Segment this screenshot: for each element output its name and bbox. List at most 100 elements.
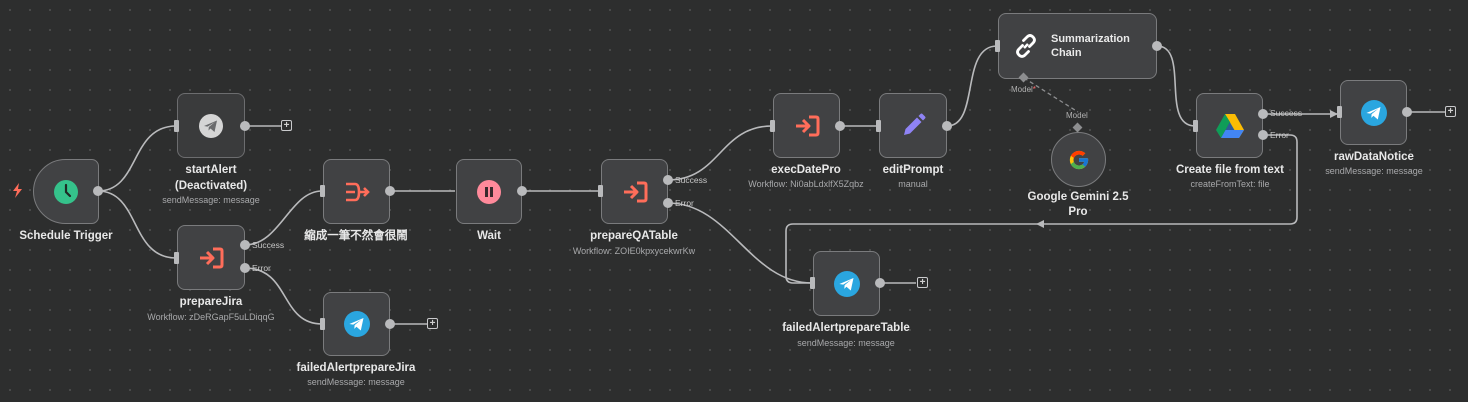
- prepare-jira-success-handle[interactable]: [240, 240, 250, 250]
- add-node-button[interactable]: +: [1445, 106, 1456, 117]
- sign-in-arrow-icon: [794, 115, 820, 137]
- exec-date-input-handle[interactable]: [770, 120, 775, 132]
- edit-prompt-output-handle[interactable]: [942, 121, 952, 131]
- add-node-button[interactable]: +: [427, 318, 438, 329]
- prepare-qa-input-handle[interactable]: [598, 185, 603, 197]
- node-label: Summarization Chain: [1051, 32, 1130, 60]
- node-google-gemini[interactable]: [1051, 132, 1106, 187]
- aggregate-icon: [344, 181, 370, 203]
- edge-qa-error-to-failedtable: [667, 202, 813, 284]
- sign-in-arrow-icon: [198, 247, 224, 269]
- schedule-output-handle[interactable]: [93, 186, 103, 196]
- prepare-qa-success-handle[interactable]: [663, 175, 673, 185]
- node-subtitle: sendMessage: message: [797, 338, 895, 348]
- node-subtitle: sendMessage: message: [162, 195, 260, 205]
- telegram-icon: [343, 311, 370, 337]
- node-wait[interactable]: [456, 159, 522, 224]
- node-label: Wait: [477, 230, 501, 242]
- telegram-icon: [199, 113, 223, 138]
- failed-table-input-handle[interactable]: [810, 277, 815, 289]
- node-label: 縮成一筆不然會很鬧: [304, 230, 408, 242]
- failed-jira-input-handle[interactable]: [320, 318, 325, 330]
- prepare-jira-error-handle[interactable]: [240, 263, 250, 273]
- node-create-file-from-text[interactable]: [1196, 93, 1263, 158]
- telegram-icon: [1360, 99, 1387, 126]
- node-failed-alert-prepare-jira[interactable]: [323, 292, 390, 356]
- chain-link-icon: [1013, 33, 1039, 59]
- node-subtitle: sendMessage: message: [1325, 166, 1423, 176]
- edge-editprompt-to-chain: [946, 45, 998, 127]
- success-port-label: Success: [675, 175, 708, 185]
- raw-data-output-handle[interactable]: [1402, 107, 1412, 117]
- google-drive-icon: [1215, 113, 1244, 138]
- node-edit-prompt[interactable]: [879, 93, 947, 158]
- node-label: Google Gemini 2.5 Pro: [1018, 190, 1138, 220]
- lightning-bolt-icon: [12, 183, 23, 203]
- chain-input-handle[interactable]: [995, 40, 1000, 52]
- edge-jira-success-to-condense: [244, 190, 323, 246]
- telegram-icon: [833, 270, 860, 297]
- node-subtitle: Workflow: zDeRGapF5uLDiqqG: [147, 312, 275, 322]
- node-label: editPrompt: [882, 164, 944, 176]
- condense-output-handle[interactable]: [385, 186, 395, 196]
- node-label: failedAlertprepareTable: [782, 322, 910, 334]
- clock-icon: [53, 179, 79, 205]
- edge-model-dashed: [1023, 77, 1079, 113]
- node-failed-alert-prepare-table[interactable]: [813, 251, 880, 316]
- node-start-alert[interactable]: [177, 93, 245, 158]
- model-port-text: Model: [1011, 85, 1033, 94]
- error-port-label: Error: [252, 263, 271, 273]
- node-subtitle: Workflow: ZOIE0kpxycekwrKw: [572, 246, 696, 256]
- node-status: (Deactivated): [174, 180, 248, 192]
- start-alert-output-handle[interactable]: [240, 121, 250, 131]
- node-label: execDatePro: [771, 164, 841, 176]
- node-subtitle: Workflow: Ni0abLdxlfX5Zqbz: [748, 179, 864, 189]
- node-subtitle: manual: [898, 179, 928, 189]
- node-schedule-trigger[interactable]: [33, 159, 99, 224]
- pause-icon: [476, 179, 502, 205]
- pencil-icon: [900, 113, 926, 139]
- success-port-label: Success: [1270, 108, 1303, 118]
- node-label: Schedule Trigger: [19, 230, 113, 242]
- gemini-title-line2: Pro: [1068, 206, 1088, 218]
- node-condense[interactable]: [323, 159, 390, 224]
- node-summarization-chain[interactable]: Summarization Chain: [998, 13, 1157, 79]
- wait-output-handle[interactable]: [517, 186, 527, 196]
- error-port-label: Error: [1270, 130, 1289, 140]
- google-icon: [1068, 149, 1090, 171]
- node-raw-data-notice[interactable]: [1340, 80, 1407, 145]
- edge-chain-to-createfile: [1156, 45, 1196, 127]
- create-file-success-handle[interactable]: [1258, 109, 1268, 119]
- edit-prompt-input-handle[interactable]: [876, 120, 881, 132]
- raw-data-input-handle[interactable]: [1337, 106, 1342, 118]
- edge-schedule-to-preparejira: [97, 190, 177, 259]
- failed-jira-output-handle[interactable]: [385, 319, 395, 329]
- node-prepare-jira[interactable]: [177, 225, 245, 290]
- node-label: startAlert: [185, 164, 237, 176]
- gemini-title-line1: Google Gemini 2.5: [1027, 191, 1129, 203]
- chain-title-line2: Chain: [1051, 47, 1082, 59]
- chain-output-handle[interactable]: [1152, 41, 1162, 51]
- node-exec-date-pro[interactable]: [773, 93, 840, 158]
- edge-schedule-to-startalert: [97, 125, 177, 192]
- condense-input-handle[interactable]: [320, 185, 325, 197]
- prepare-qa-error-handle[interactable]: [663, 198, 673, 208]
- exec-date-output-handle[interactable]: [835, 121, 845, 131]
- node-subtitle: createFromText: file: [1190, 179, 1270, 189]
- success-port-label: Success: [252, 240, 285, 250]
- create-file-error-handle[interactable]: [1258, 130, 1268, 140]
- create-file-input-handle[interactable]: [1193, 120, 1198, 132]
- add-node-button[interactable]: +: [917, 277, 928, 288]
- node-label: prepareJira: [179, 296, 243, 308]
- failed-table-output-handle[interactable]: [875, 278, 885, 288]
- node-prepare-qa-table[interactable]: [601, 159, 668, 224]
- chain-title-line1: Summarization: [1051, 33, 1130, 45]
- required-mark: *: [1032, 85, 1036, 94]
- node-subtitle: sendMessage: message: [307, 377, 405, 387]
- prepare-jira-input-handle[interactable]: [174, 252, 179, 264]
- start-alert-input-handle[interactable]: [174, 120, 179, 132]
- error-port-label: Error: [675, 198, 694, 208]
- node-label: Create file from text: [1175, 164, 1284, 176]
- add-node-button[interactable]: +: [281, 120, 292, 131]
